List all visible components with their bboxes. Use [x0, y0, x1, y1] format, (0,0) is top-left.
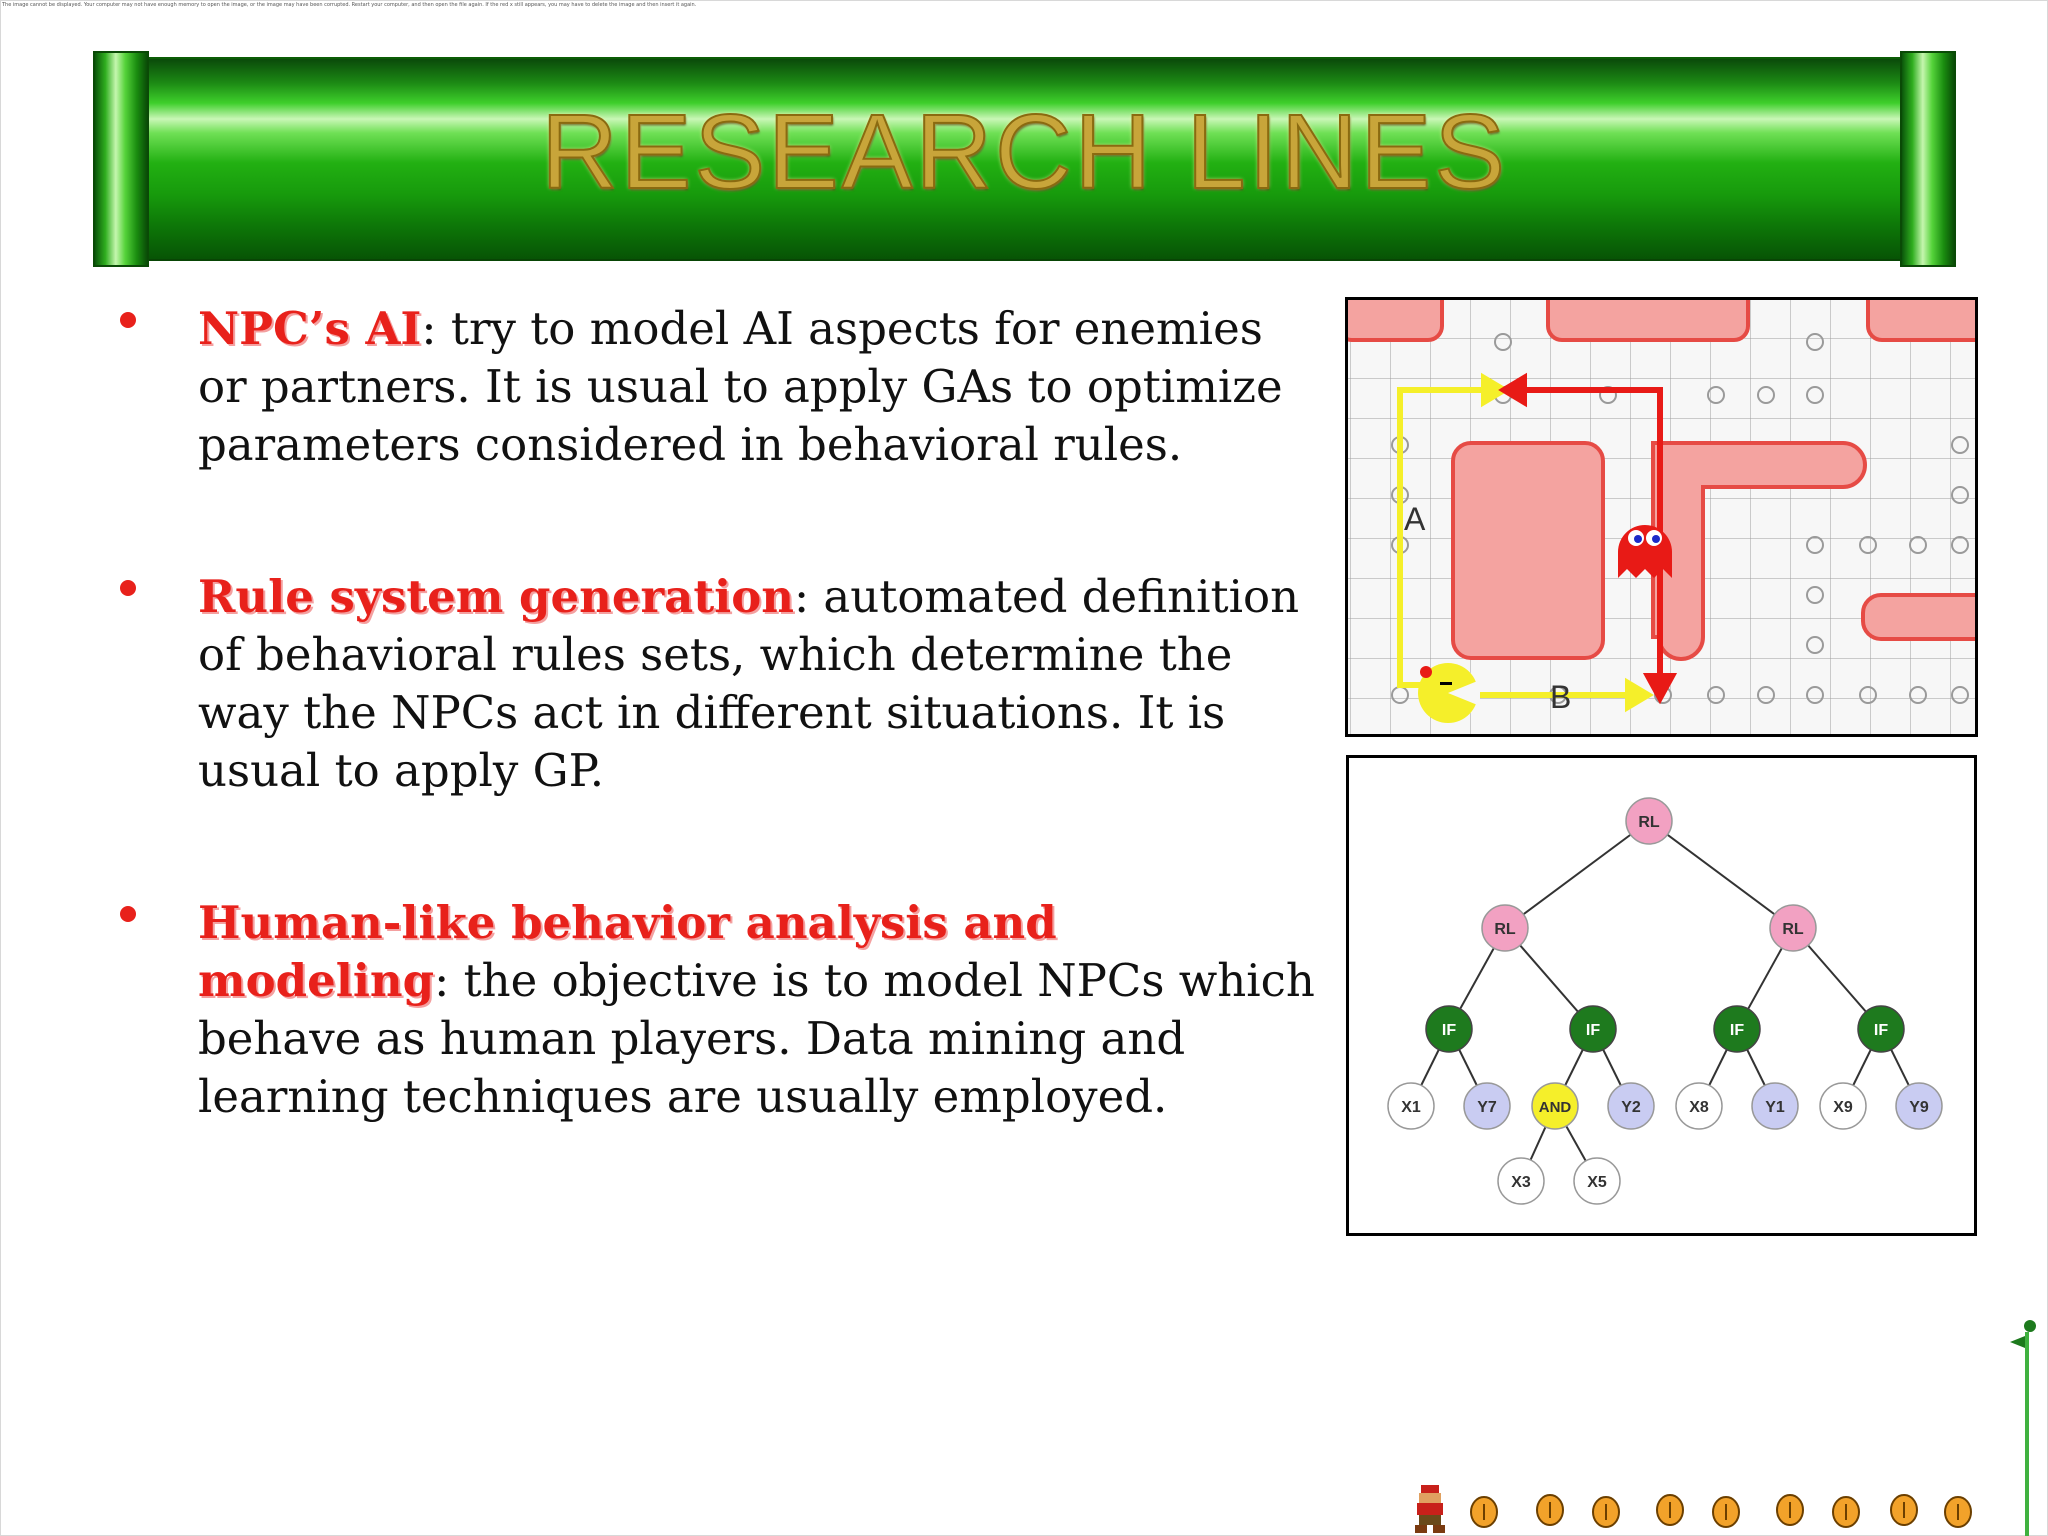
pipe-cap-left [93, 51, 149, 267]
tree-node-x: X9 [1819, 1082, 1867, 1130]
coin-row [1470, 1494, 1972, 1528]
broken-image-notice: The image cannot be displayed. Your comp… [2, 2, 697, 8]
tree-node-rl: RL [1625, 797, 1673, 845]
svg-text:X9: X9 [1833, 1099, 1853, 1116]
path-a-label: A [1404, 501, 1426, 537]
tree-node-x: X3 [1497, 1157, 1545, 1205]
svg-text:RL: RL [1638, 814, 1660, 831]
svg-text:IF: IF [1730, 1022, 1744, 1039]
tree-node-x: X8 [1675, 1082, 1723, 1130]
bullet-item: Rule system generation: automated defini… [110, 568, 1315, 800]
svg-text:X8: X8 [1689, 1099, 1709, 1116]
bullet-list: NPC’s AI: try to model AI aspects for en… [110, 300, 1315, 1220]
rule-tree-image: RL RL RL IF IF IF [1346, 755, 1977, 1236]
svg-text:Y1: Y1 [1765, 1099, 1785, 1116]
tree-node-if: IF [1857, 1005, 1905, 1053]
ghost-icon [1618, 525, 1672, 578]
tree-node-rl: RL [1481, 904, 1529, 952]
mario-icon [1415, 1485, 1445, 1533]
svg-text:RL: RL [1494, 921, 1516, 938]
tree-node-y: Y2 [1607, 1082, 1655, 1130]
pipe-cap-right [1900, 51, 1956, 267]
svg-text:AND: AND [1539, 1099, 1572, 1116]
svg-text:Y7: Y7 [1477, 1099, 1497, 1116]
svg-text:X3: X3 [1511, 1174, 1531, 1191]
tree-node-x: X1 [1387, 1082, 1435, 1130]
mario-decoration [1415, 1320, 2036, 1536]
svg-text:Y9: Y9 [1909, 1099, 1929, 1116]
bullet-text: : automated definition of behavioral rul… [198, 570, 1300, 797]
bullet-dot [120, 580, 136, 596]
pipe-body [141, 57, 1908, 261]
bullet-term: Rule system generation [198, 570, 794, 623]
bullet-dot [120, 906, 136, 922]
coin-marks [1483, 1502, 1959, 1520]
slide-title: RESEARCH LINES [540, 93, 1508, 211]
tree-node-and: AND [1531, 1082, 1579, 1130]
flagpole-icon [2010, 1320, 2036, 1536]
tree-node-y: Y7 [1463, 1082, 1511, 1130]
tree-node-y: Y9 [1895, 1082, 1943, 1130]
title-banner: RESEARCH LINES [93, 51, 1956, 267]
svg-text:X5: X5 [1587, 1174, 1607, 1191]
svg-text:IF: IF [1586, 1022, 1600, 1039]
tree-node-x: X5 [1573, 1157, 1621, 1205]
svg-text:Y2: Y2 [1621, 1099, 1641, 1116]
tree-node-y: Y1 [1751, 1082, 1799, 1130]
tree-node-rl: RL [1769, 904, 1817, 952]
bullet-term: NPC’s AI [198, 302, 422, 355]
tree-node-if: IF [1569, 1005, 1617, 1053]
bullet-term: Human-like behavior analysis and modelin… [198, 896, 1057, 1007]
bullet-item: NPC’s AI: try to model AI aspects for en… [110, 300, 1315, 474]
svg-text:X1: X1 [1401, 1099, 1421, 1116]
tree-drawing: RL RL RL IF IF IF [1387, 797, 1943, 1205]
bullet-dot [120, 312, 136, 328]
tree-node-if: IF [1713, 1005, 1761, 1053]
svg-text:RL: RL [1782, 921, 1804, 938]
bullet-text: : try to model AI aspects for enemies or… [198, 302, 1283, 471]
path-b-label: B [1550, 679, 1571, 715]
maze-drawing: A B [1348, 300, 1975, 734]
pacman-icon [1418, 663, 1480, 723]
bullet-item: Human-like behavior analysis and modelin… [110, 894, 1315, 1126]
tree-node-if: IF [1425, 1005, 1473, 1053]
pacman-maze-image: A B [1345, 297, 1978, 737]
bullet-text: : the objective is to model NPCs which b… [198, 954, 1315, 1123]
svg-text:IF: IF [1874, 1022, 1888, 1039]
svg-text:IF: IF [1442, 1022, 1456, 1039]
